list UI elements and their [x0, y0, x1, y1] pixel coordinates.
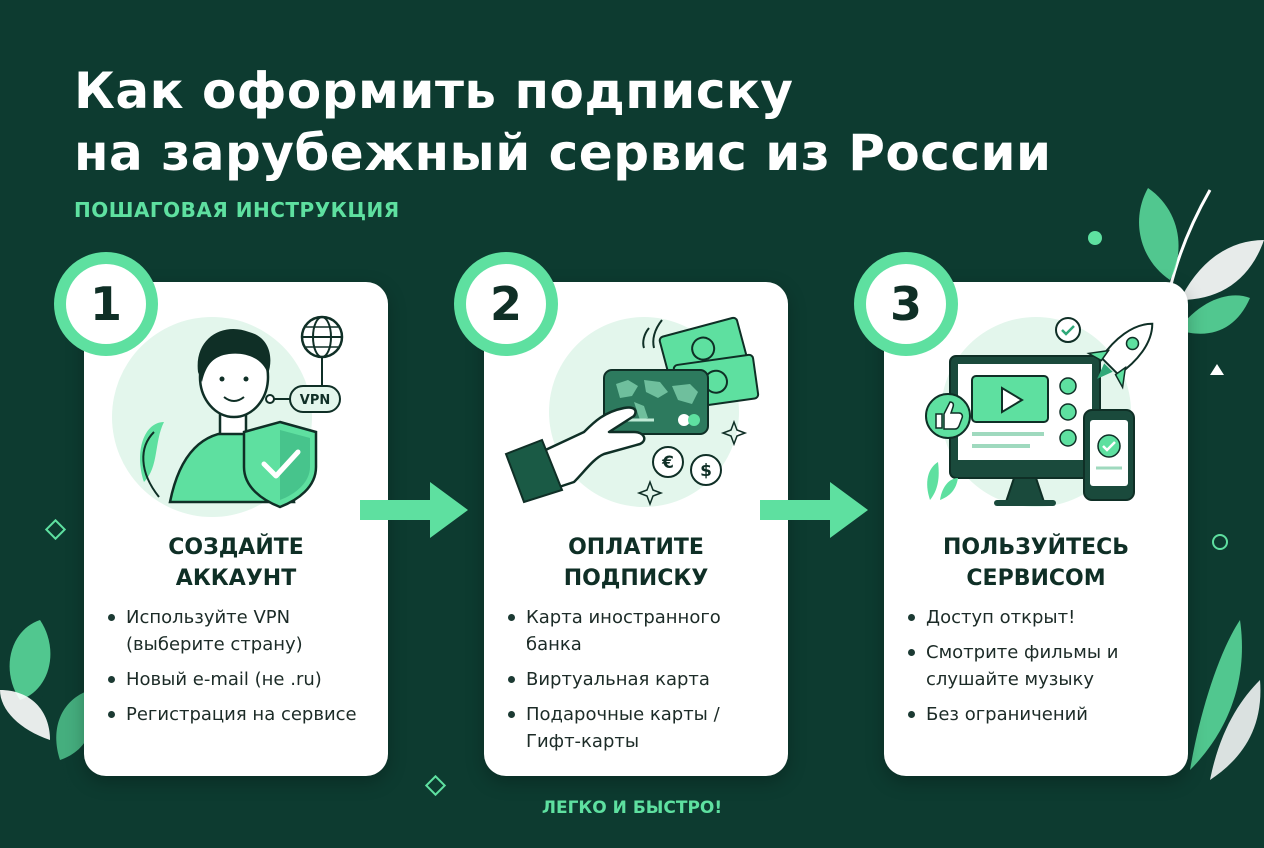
title-line-2: на зарубежный сервис из России: [74, 124, 1052, 182]
leaf-decoration-top-right-icon: [1139, 188, 1264, 380]
list-item: Карта иностранного банка: [506, 604, 776, 658]
step-title: СОЗДАЙТЕ АККАУНТ: [168, 535, 304, 591]
footer-tagline: ЛЕГКО И БЫСТРО!: [541, 798, 723, 818]
dollar-icon: $: [690, 454, 722, 486]
dot-decoration: [1088, 231, 1102, 245]
step-card-2: € $ ОПЛАТИТЕ ПОДПИСКУ Карта иностранного…: [484, 282, 788, 776]
leaf-decoration-bottom-right-icon: [1190, 620, 1261, 780]
vpn-badge: VPN: [300, 393, 330, 408]
list-item: Подарочные карты / Гифт-карты: [506, 701, 776, 755]
list-item: Регистрация на сервисе: [106, 701, 376, 728]
step-number-1: 1: [54, 252, 158, 356]
hand-card-money-icon: € $: [504, 316, 760, 507]
step-card-1: VPN СОЗДАЙТЕ АККАУНТ Используйте VPN (вы…: [84, 282, 388, 776]
person-vpn-shield-icon: VPN: [112, 315, 344, 517]
arrow-right-icon: [360, 482, 468, 538]
euro-icon: €: [652, 446, 684, 478]
step-title: ПОЛЬЗУЙТЕСЬ СЕРВИСОМ: [942, 535, 1130, 591]
step-title: ОПЛАТИТЕ ПОДПИСКУ: [563, 535, 709, 591]
list-item: Используйте VPN (выберите страну): [106, 604, 376, 658]
title-line-1: Как оформить подписку: [74, 62, 794, 120]
diamond-decoration: [424, 774, 447, 797]
step-bullets: Карта иностранного банка Виртуальная кар…: [506, 604, 776, 763]
ring-decoration: [1212, 534, 1228, 550]
triangle-decoration: [1210, 364, 1224, 375]
step-card-3: ПОЛЬЗУЙТЕСЬ СЕРВИСОМ Доступ открыт! Смот…: [884, 282, 1188, 776]
thumbs-up-icon: [925, 393, 971, 439]
list-item: Виртуальная карта: [506, 666, 776, 693]
check-badge-icon: [1055, 317, 1081, 343]
list-item: Смотрите фильмы и слушайте музыку: [906, 639, 1176, 693]
step-bullets: Доступ открыт! Смотрите фильмы и слушайт…: [906, 604, 1176, 736]
step-bullets: Используйте VPN (выберите страну) Новый …: [106, 604, 376, 736]
page-title: Как оформить подписку на зарубежный серв…: [74, 60, 1052, 184]
step-number-3: 3: [854, 252, 958, 356]
list-item: Доступ открыт!: [906, 604, 1176, 631]
svg-text:€: €: [661, 453, 674, 473]
monitor-rocket-phone-icon: [925, 317, 1154, 507]
list-item: Новый e-mail (не .ru): [106, 666, 376, 693]
svg-text:$: $: [700, 461, 712, 481]
list-item: Без ограничений: [906, 701, 1176, 728]
rocket-icon: [1086, 322, 1154, 390]
globe-icon: [300, 315, 344, 386]
diamond-decoration: [44, 518, 67, 541]
arrow-right-icon: [760, 482, 868, 538]
step-number-2: 2: [454, 252, 558, 356]
page-subtitle: ПОШАГОВАЯ ИНСТРУКЦИЯ: [74, 198, 400, 222]
